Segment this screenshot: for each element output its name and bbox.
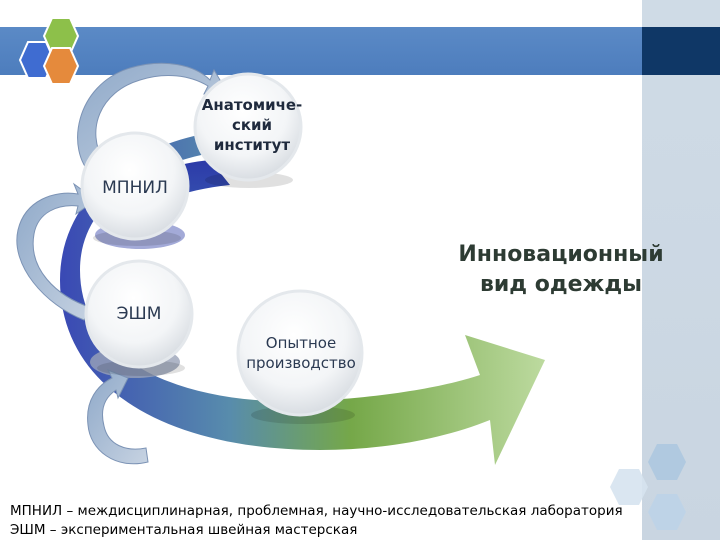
hex-orange: [42, 47, 80, 85]
cycle-arrows: [16, 62, 227, 465]
node-label-pilot-production: Опытное производство: [246, 334, 356, 372]
node-label-eshm: ЭШМ: [116, 304, 162, 324]
header-bar: [0, 27, 642, 75]
node-label-anatomical-institute: Анатомиче- ский институт: [201, 96, 303, 154]
node-anatomical-institute: [193, 72, 303, 188]
header-bar-dark-segment: [642, 27, 720, 75]
node-eshm: [84, 259, 194, 376]
footnote-eshm: ЭШМ – экспериментальная швейная мастерск…: [10, 522, 358, 538]
footnote-mpnil: МПНИЛ – междисциплинарная, проблемная, н…: [10, 503, 623, 519]
footnotes: МПНИЛ – междисциплинарная, проблемная, н…: [10, 502, 710, 540]
target-title: Инновационный вид одежды: [458, 242, 664, 297]
node-mpnil: [80, 131, 190, 246]
node-pilot-production: [236, 289, 364, 424]
node-label-mpnil: МПНИЛ: [102, 178, 168, 198]
logo-hexagons: [18, 17, 80, 85]
decor-hexagons: [610, 444, 686, 530]
